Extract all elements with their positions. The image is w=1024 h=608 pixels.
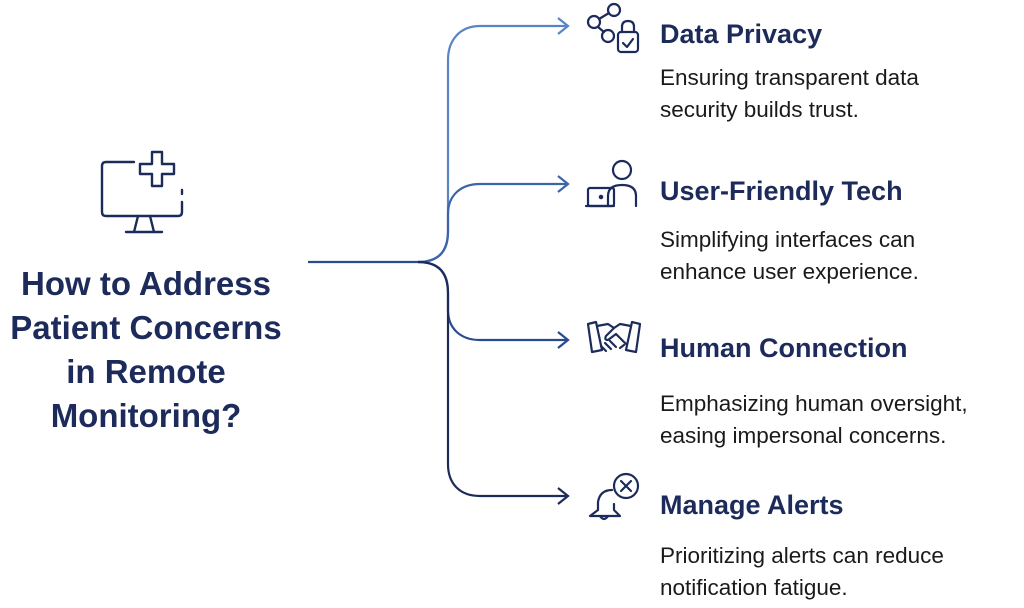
connector-manage-alerts	[417, 260, 566, 498]
connector-data-privacy	[417, 24, 566, 264]
branch-desc-data-privacy: Ensuring transparent data security build…	[660, 62, 1024, 126]
connector-human-connection	[417, 260, 566, 342]
main-title-line: in Remote	[66, 353, 226, 390]
arrow-data-privacy	[557, 17, 570, 35]
connector-user-friendly-tech	[417, 182, 566, 264]
branch-desc-user-friendly-tech: Simplifying interfaces can enhance user …	[660, 224, 1024, 288]
main-title-line: Patient Concerns	[10, 309, 282, 346]
main-title-line: Monitoring?	[50, 397, 242, 434]
branch-title-manage-alerts: Manage Alerts	[660, 490, 844, 520]
desc-line: Emphasizing human oversight,	[660, 391, 968, 416]
medical-monitor-icon	[100, 150, 184, 234]
handshake-icon	[586, 320, 642, 354]
arrow-human-connection	[557, 331, 570, 349]
branch-title-human-connection: Human Connection	[660, 333, 908, 363]
desc-line: security builds trust.	[660, 97, 859, 122]
desc-line: Ensuring transparent data	[660, 65, 919, 90]
branch-desc-manage-alerts: Prioritizing alerts can reduce notificat…	[660, 540, 1024, 604]
bell-cancel-icon	[588, 472, 640, 521]
desc-line: easing impersonal concerns.	[660, 423, 947, 448]
desc-line: enhance user experience.	[660, 259, 919, 284]
desc-line: notification fatigue.	[660, 575, 848, 600]
desc-line: Prioritizing alerts can reduce	[660, 543, 944, 568]
user-laptop-icon	[584, 159, 638, 208]
branch-title-user-friendly-tech: User-Friendly Tech	[660, 176, 903, 206]
branch-desc-human-connection: Emphasizing human oversight, easing impe…	[660, 388, 1024, 452]
branch-title-data-privacy: Data Privacy	[660, 19, 823, 49]
desc-line: Simplifying interfaces can	[660, 227, 916, 252]
main-question: How to Address Patient Concerns in Remot…	[0, 262, 292, 438]
arrow-user-friendly-tech	[557, 175, 570, 193]
main-title-line: How to Address	[21, 265, 271, 302]
arrow-manage-alerts	[557, 487, 570, 505]
share-lock-icon	[586, 2, 640, 54]
